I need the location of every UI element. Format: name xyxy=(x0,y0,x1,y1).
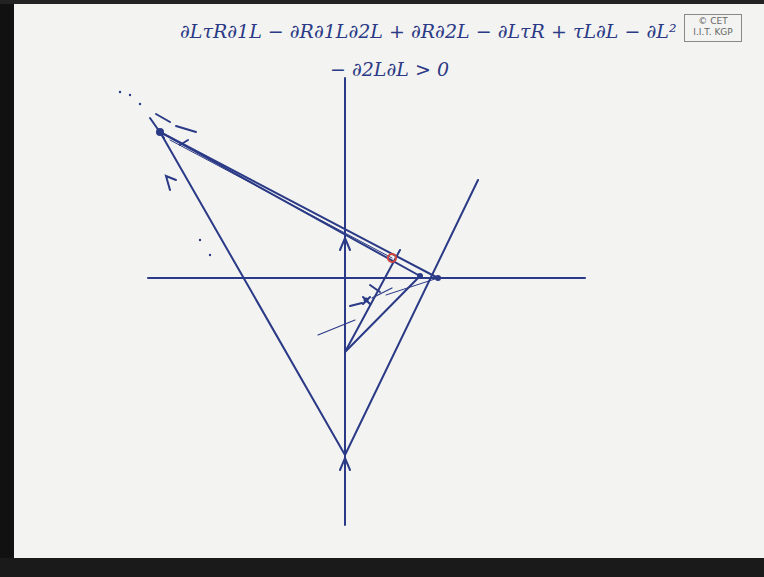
frame-edge xyxy=(0,0,764,4)
watermark: I.I.T. KGP xyxy=(684,27,742,37)
frame-edge xyxy=(0,558,764,577)
equation-line: − ∂2L∂L > 0 xyxy=(330,58,449,80)
equation-line: ∂LτR∂1L − ∂R∂1L∂2L + ∂R∂2L − ∂LτR + τL∂L… xyxy=(180,20,677,42)
watermark: © CET xyxy=(684,16,742,26)
geometry-figure xyxy=(148,78,585,525)
red-mark xyxy=(388,254,396,262)
frame-edge xyxy=(0,0,14,577)
ink-dots xyxy=(119,91,441,303)
